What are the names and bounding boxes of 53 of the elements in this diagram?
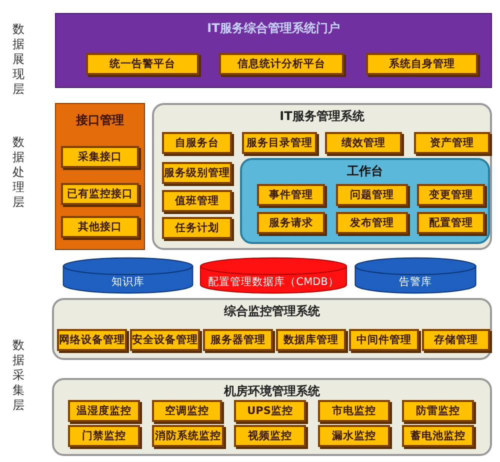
- database-label: 配置管理数据库（CMDB）: [207, 274, 340, 289]
- module-box: 服务级别管理: [162, 162, 232, 184]
- module-box: 网络设备管理: [57, 329, 127, 351]
- workbench-panel: [240, 158, 490, 244]
- module-box: 值班管理: [162, 190, 232, 212]
- module-box: 服务请求: [257, 212, 325, 234]
- module-box: 配置管理: [417, 212, 485, 234]
- module-box: 系统自身管理: [366, 53, 478, 75]
- panel-title: 综合监控管理系统: [222, 303, 321, 320]
- module-box: 信息统计分析平台: [219, 53, 344, 75]
- module-box: 资产管理: [414, 132, 490, 154]
- module-box: 服务目录管理: [242, 132, 317, 154]
- module-box: 问题管理: [336, 184, 408, 206]
- module-box: 变更管理: [417, 184, 485, 206]
- module-box: 绩效管理: [325, 132, 402, 154]
- module-box: 空调监控: [152, 400, 222, 422]
- panel-title: 工作台: [346, 163, 384, 180]
- panel-title: 接口管理: [74, 112, 125, 129]
- interface-panel: [55, 103, 145, 250]
- module-box: 漏水监控: [318, 425, 390, 447]
- module-box: 蓄电池监控: [402, 425, 474, 447]
- module-box: 服务器管理: [203, 329, 273, 351]
- system-panel: [152, 103, 492, 250]
- module-box: 其他接口: [61, 216, 139, 238]
- portal-panel: [55, 13, 492, 88]
- module-box: 采集接口: [61, 146, 139, 168]
- module-box: 中间件管理: [349, 329, 419, 351]
- module-box: 温湿度监控: [68, 400, 140, 422]
- module-box: 防雷监控: [402, 400, 474, 422]
- layer-label: 数据采集层: [12, 338, 25, 413]
- module-box: 数据库管理: [276, 329, 346, 351]
- module-box: 门禁监控: [68, 425, 140, 447]
- panel-title: IT服务综合管理系统门户: [206, 20, 341, 37]
- panel-title: 机房环境管理系统: [222, 383, 321, 400]
- system-panel: [52, 298, 492, 360]
- module-box: 任务计划: [162, 217, 232, 239]
- module-box: 发布管理: [336, 212, 408, 234]
- module-box: 市电监控: [318, 400, 390, 422]
- panel-title: IT服务管理系统: [278, 108, 366, 125]
- layer-label: 数据展现层: [12, 22, 25, 97]
- module-box: 视频监控: [234, 425, 306, 447]
- layer-label: 数据处理层: [12, 135, 25, 210]
- module-box: 事件管理: [257, 184, 325, 206]
- database-label: 知识库: [110, 274, 146, 289]
- module-box: UPS监控: [234, 400, 306, 422]
- module-box: 已有监控接口: [61, 183, 139, 205]
- module-box: 安全设备管理: [130, 329, 200, 351]
- system-panel: [52, 378, 492, 456]
- module-box: 存储管理: [422, 329, 490, 351]
- module-box: 自服务台: [162, 132, 232, 154]
- database-label: 告警库: [398, 274, 433, 289]
- module-box: 统一告警平台: [86, 53, 199, 75]
- module-box: 消防系统监控: [152, 425, 224, 447]
